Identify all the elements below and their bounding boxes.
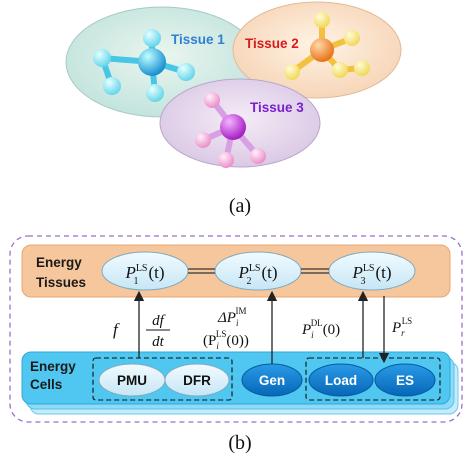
- tissue-links: [188, 268, 329, 274]
- tissue-1-center: [138, 48, 166, 76]
- outer-dashed-frame: [9, 235, 463, 423]
- annot-df: df: [152, 313, 166, 329]
- tissue-3-cluster: Tissue 3: [159, 78, 321, 168]
- annot-p-r-ls: PrLS: [391, 316, 412, 338]
- tissue-3-node: [218, 152, 234, 168]
- cell-load-label: Load: [325, 373, 357, 388]
- cell-load: Load: [308, 363, 374, 397]
- panel-b-caption: (b): [228, 432, 251, 454]
- annot-p-ls-0: (PiLS(0)): [203, 329, 249, 351]
- flow-arrows: [133, 290, 390, 364]
- annot-f: f: [113, 320, 120, 339]
- energy-cells-label-line1: Energy: [30, 359, 76, 374]
- energy-cells-label-line2: Cells: [30, 377, 62, 392]
- tissue-2-label: Tissue 2: [245, 36, 299, 51]
- tissue-1-label: Tissue 1: [171, 32, 225, 47]
- tissue-2-node: [332, 62, 348, 78]
- tissue-1-node: [143, 29, 161, 47]
- energy-tissues-label-line1: Energy: [36, 255, 82, 270]
- tissue-2-node: [284, 64, 300, 80]
- tissue-1-node: [177, 63, 195, 81]
- tissue-3-node: [250, 148, 266, 164]
- panel-a-caption: (a): [229, 195, 251, 217]
- tissue-1-node: [93, 49, 111, 67]
- annot-p-dl-0: PiDL(0): [301, 318, 340, 340]
- annot-dt: dt: [152, 334, 165, 350]
- tissue-2-node: [344, 30, 360, 46]
- tissue-3-label: Tissue 3: [250, 100, 304, 115]
- annot-df-dt: df dt: [146, 313, 170, 350]
- tissue-2-node: [314, 12, 330, 28]
- cell-gen: Gen: [241, 363, 303, 397]
- tissue-2-node: [354, 60, 370, 76]
- cell-es-label: ES: [396, 373, 414, 388]
- annot-delta-p-im: ΔPiIM: [217, 306, 246, 328]
- tissue-1-node: [103, 77, 121, 95]
- tissue-2-cluster: Tissue 2: [232, 1, 402, 99]
- panel-a: Tissue 1 Tissue 2: [65, 1, 402, 217]
- tissue-1-cluster: Tissue 1: [65, 6, 259, 118]
- energy-tissues-label-line2: Tissues: [36, 275, 86, 290]
- cell-pmu-label: PMU: [117, 373, 147, 388]
- tissue-3-node: [204, 92, 220, 108]
- tissue-2-center: [310, 38, 334, 62]
- cell-pmu: PMU: [98, 363, 166, 397]
- tissue-3-node: [195, 132, 211, 148]
- tissue-3-center: [220, 114, 246, 140]
- cell-dfr-label: DFR: [183, 373, 211, 388]
- cell-dfr: DFR: [164, 363, 230, 397]
- group-pmu-dfr: [92, 357, 233, 401]
- cell-es: ES: [374, 363, 436, 397]
- group-load-es: [305, 357, 441, 401]
- cell-gen-label: Gen: [259, 373, 285, 388]
- tissue-1-node: [146, 84, 164, 102]
